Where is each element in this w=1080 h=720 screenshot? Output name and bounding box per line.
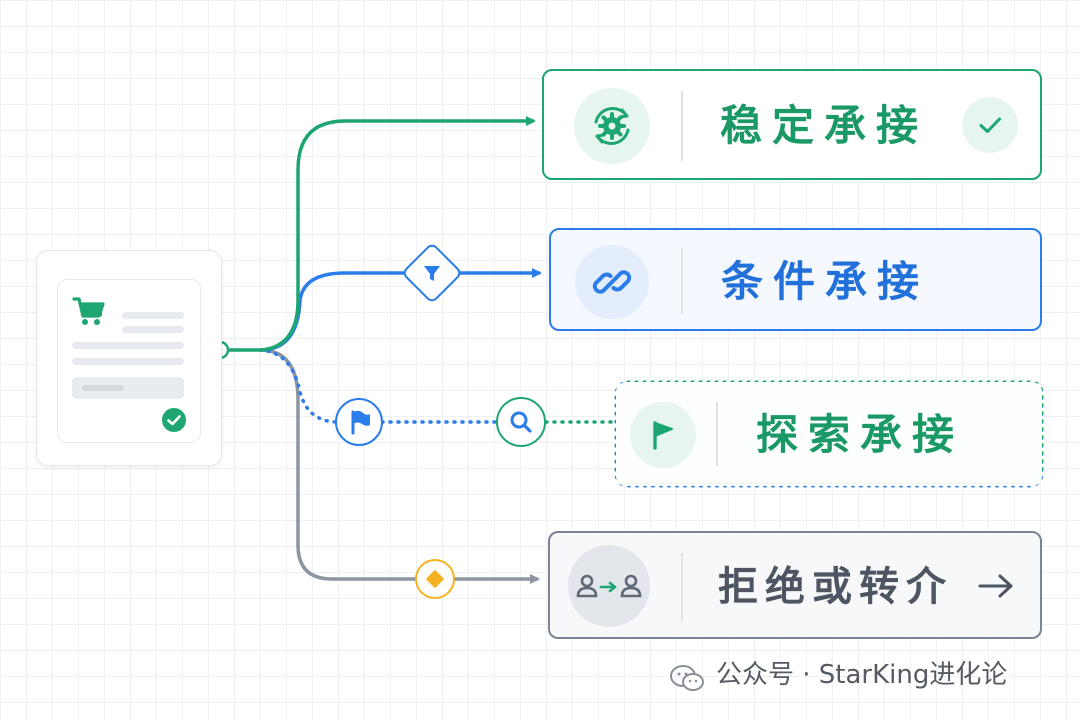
- watermark-text: 公众号 · StarKing进化论: [716, 660, 1008, 690]
- branch-stable-box: 稳定承接: [542, 69, 1042, 180]
- reject-icon-badge: [568, 545, 650, 627]
- connector-stable: [228, 116, 536, 352]
- explore-icon-badge: [630, 402, 696, 468]
- branch-label-reject: 拒绝或转介: [718, 564, 953, 610]
- flag-icon: [653, 421, 673, 450]
- text-line: [122, 312, 184, 319]
- filter-node: [403, 244, 461, 302]
- text-line: [122, 326, 184, 333]
- text-line: [72, 342, 184, 349]
- search-node: [496, 397, 546, 447]
- content-block: [72, 377, 184, 399]
- arrow-right-icon: [978, 574, 1013, 598]
- wechat-icon: [670, 665, 704, 691]
- divider: [681, 91, 683, 161]
- connector-reject: [259, 348, 540, 584]
- branch-explore-box: 探索承接: [616, 382, 1042, 486]
- source-document-card: [36, 250, 222, 466]
- user-transfer-icon: [576, 574, 642, 598]
- text-line: [72, 358, 184, 365]
- check-icon-badge: [962, 97, 1018, 153]
- connector-explore-a: [258, 348, 340, 424]
- flag-icon: [351, 410, 370, 435]
- link-icon: [592, 270, 632, 294]
- branch-label-conditional: 条件承接: [721, 257, 930, 306]
- document-page: [57, 279, 201, 443]
- check-badge-icon: [162, 408, 186, 432]
- divider: [716, 402, 718, 466]
- divider: [681, 248, 683, 314]
- stable-icon-badge: [574, 88, 650, 164]
- branch-label-explore: 探索承接: [756, 410, 965, 459]
- divider: [681, 553, 683, 621]
- branch-reject-box: 拒绝或转介: [548, 531, 1042, 639]
- filter-icon: [424, 266, 440, 281]
- flag-node: [335, 398, 383, 446]
- diamond-icon: [425, 569, 445, 589]
- branch-label-stable: 稳定承接: [720, 101, 929, 150]
- conditional-icon-badge: [575, 245, 649, 319]
- shopping-cart-icon: [72, 297, 105, 325]
- connector-conditional: [259, 268, 542, 352]
- check-icon: [979, 117, 1001, 133]
- gear-cycle-icon: [594, 107, 630, 145]
- branch-conditional-box: 条件承接: [549, 228, 1042, 331]
- search-icon: [510, 411, 532, 433]
- diamond-node: [415, 559, 455, 599]
